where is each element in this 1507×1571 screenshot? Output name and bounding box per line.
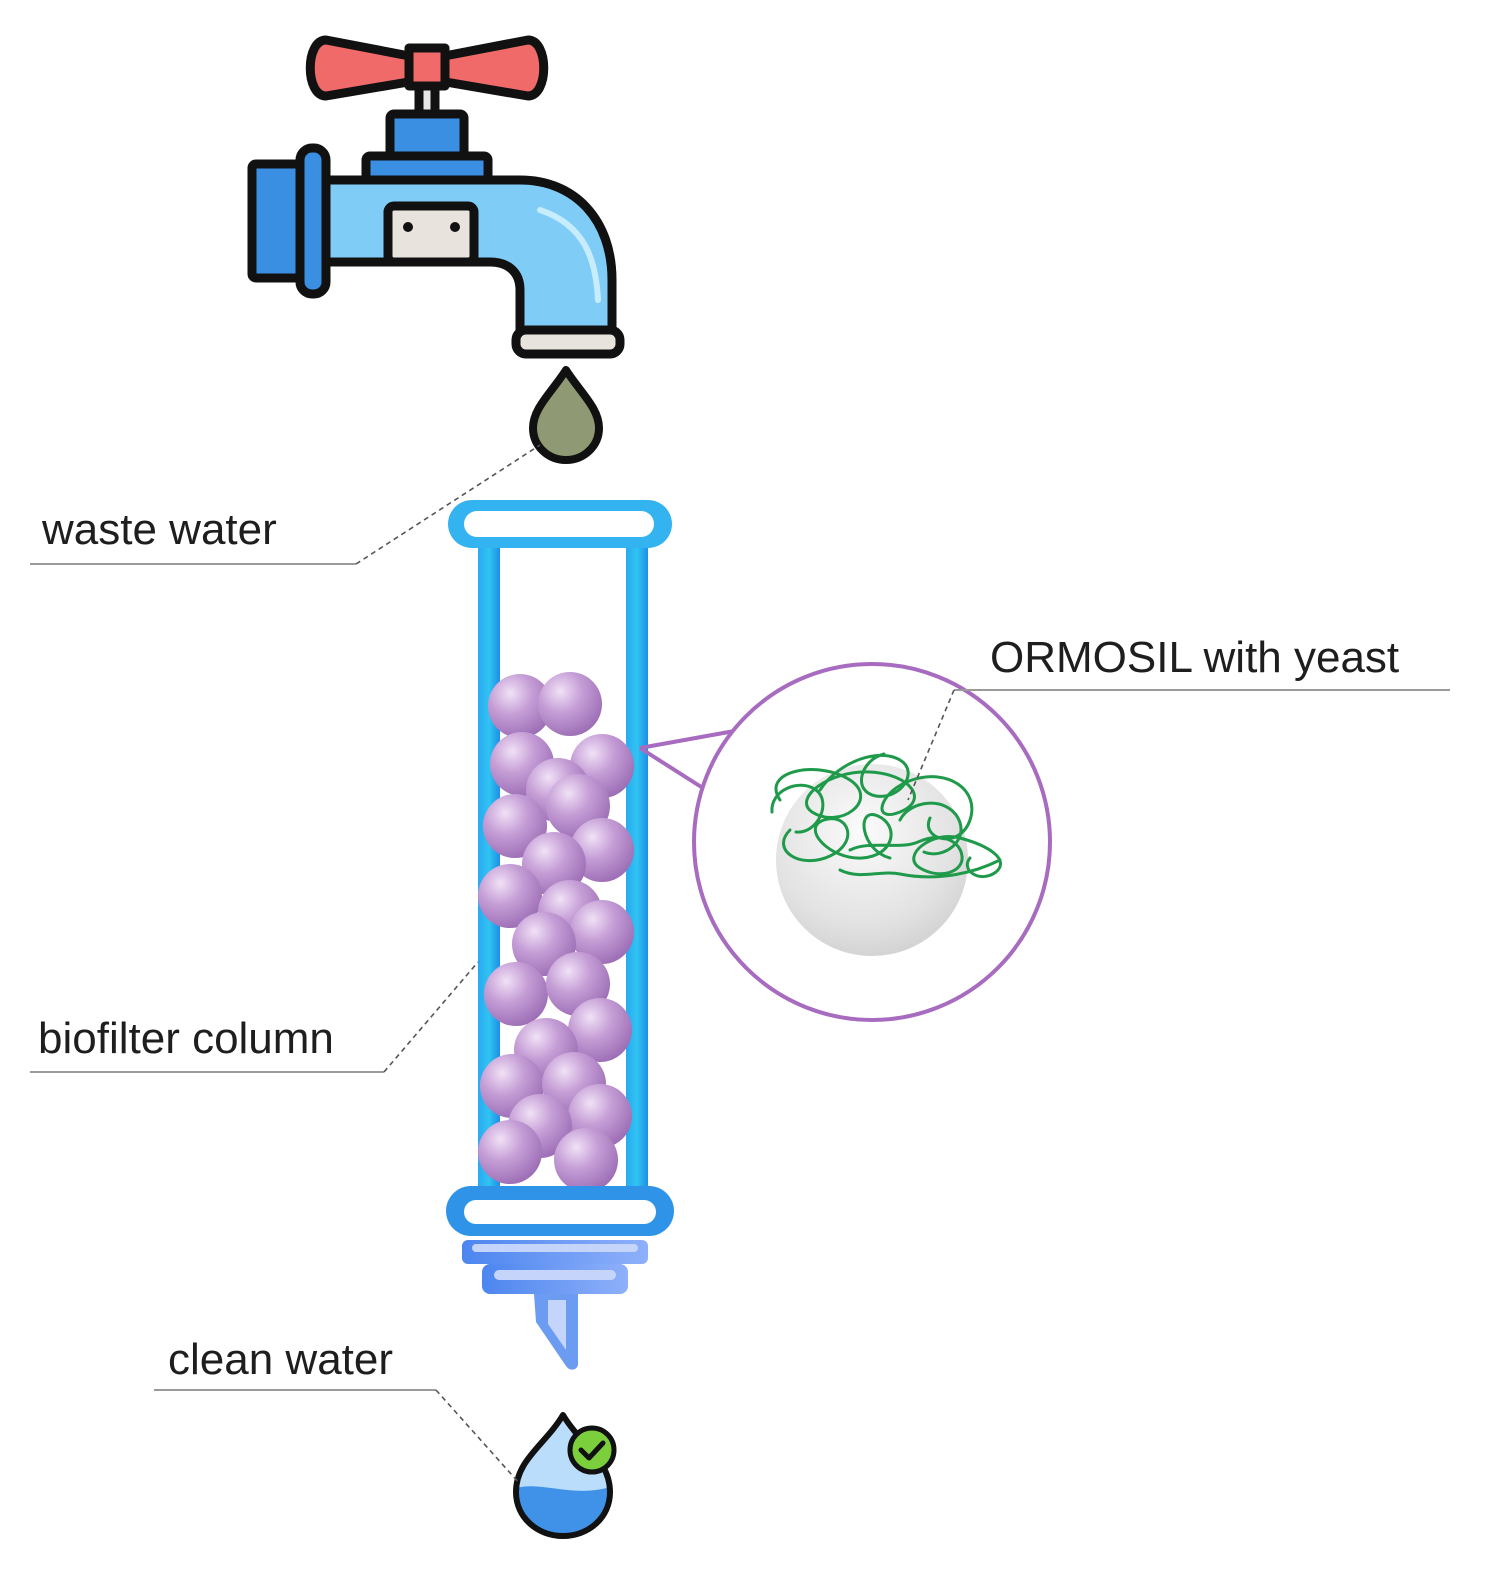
clean-water-drop-icon <box>513 1412 613 1539</box>
clean-water-label: clean water <box>168 1335 393 1384</box>
yeast-strands <box>770 752 1003 879</box>
ormosil-sphere <box>776 764 968 956</box>
check-badge-icon <box>567 1425 617 1475</box>
tap-highlight <box>537 207 601 303</box>
label-waste-water: waste water <box>30 444 541 565</box>
label-ormosil-with-yeast: ORMOSIL with yeast <box>907 633 1450 801</box>
biofilter-column-icon <box>446 500 674 1370</box>
ormosil-with-yeast-label: ORMOSIL with yeast <box>990 633 1399 682</box>
label-biofilter-column: biofilter column <box>30 961 479 1073</box>
biofilter-column-label: biofilter column <box>38 1014 334 1063</box>
waste-water-label: waste water <box>41 505 277 554</box>
label-clean-water: clean water <box>154 1335 521 1485</box>
tap-window-dots <box>403 222 460 232</box>
ormosil-beads <box>478 672 634 1192</box>
water-tap-icon <box>247 35 625 359</box>
magnifier-callout <box>638 662 1052 1022</box>
waste-water-drop-icon <box>529 366 603 464</box>
